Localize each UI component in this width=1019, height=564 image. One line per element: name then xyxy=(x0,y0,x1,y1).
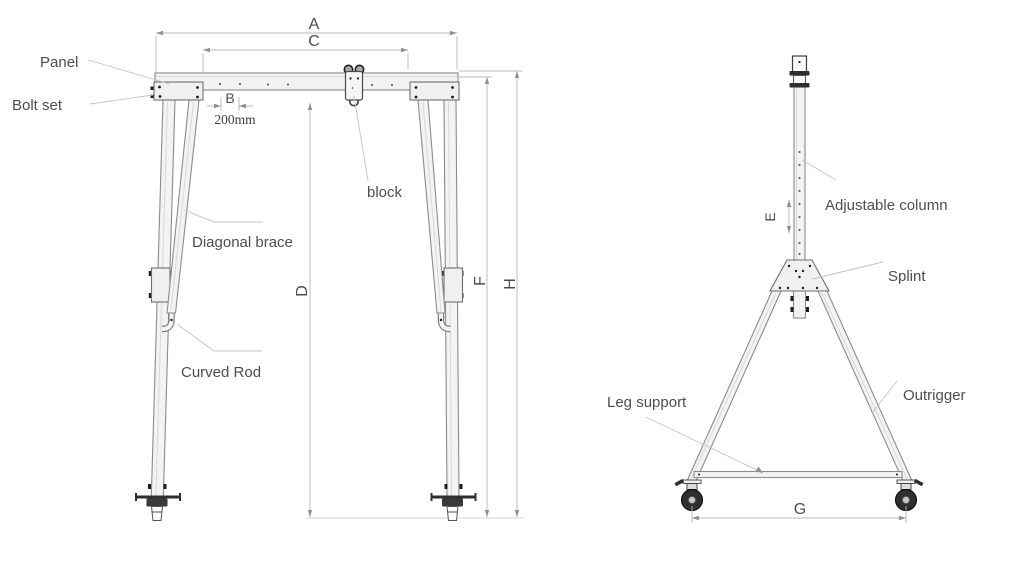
front-labels: Panel Bolt set Diagonal brace Curved Rod… xyxy=(12,16,519,381)
splint-label: Splint xyxy=(888,268,926,285)
beam-holes xyxy=(218,82,394,87)
adjustable-column xyxy=(789,55,810,319)
right-leg-clamp xyxy=(441,267,464,303)
trolley-block xyxy=(343,64,365,107)
right-foot-jack xyxy=(430,484,477,521)
dim-A: A xyxy=(309,16,320,33)
leg-support-label: Leg support xyxy=(607,394,687,411)
front-dimension-lines xyxy=(155,30,524,519)
panel-label: Panel xyxy=(40,54,78,71)
front-crane-structure xyxy=(135,64,477,521)
outrigger-label: Outrigger xyxy=(903,387,966,404)
dim-C: C xyxy=(308,33,320,50)
side-leader-lines xyxy=(645,159,898,474)
side-crane-structure xyxy=(674,55,924,511)
bolt-set-label: Bolt set xyxy=(12,97,63,114)
dim-B: B xyxy=(225,90,234,106)
column-top-fitting xyxy=(789,55,810,88)
dim-H: H xyxy=(502,278,519,290)
left-caster xyxy=(674,478,703,511)
right-panel xyxy=(409,81,460,101)
adjustable-column-label: Adjustable column xyxy=(825,197,948,214)
diagonal-brace-label: Diagonal brace xyxy=(192,234,293,251)
curved-rod-label: Curved Rod xyxy=(181,364,261,381)
dim-D: D xyxy=(294,285,311,297)
front-view: Panel Bolt set Diagonal brace Curved Rod… xyxy=(12,16,524,521)
column-holes xyxy=(798,150,801,256)
dim-F: F xyxy=(472,276,489,286)
splint-plate xyxy=(769,259,830,292)
side-labels: Adjustable column Splint Leg support Out… xyxy=(607,197,966,518)
dim-G: G xyxy=(794,501,806,518)
left-foot-jack xyxy=(135,484,181,521)
left-panel xyxy=(150,81,204,101)
front-leader-lines xyxy=(87,59,369,352)
dim-E: E xyxy=(762,212,778,221)
right-caster xyxy=(895,478,924,511)
left-leg-clamp xyxy=(148,267,171,303)
block-label: block xyxy=(367,184,403,201)
dim-B-value: 200mm xyxy=(214,112,256,127)
side-view: Adjustable column Splint Leg support Out… xyxy=(607,55,966,523)
leg-support-bar xyxy=(693,470,903,479)
side-dimension-lines xyxy=(691,200,907,523)
